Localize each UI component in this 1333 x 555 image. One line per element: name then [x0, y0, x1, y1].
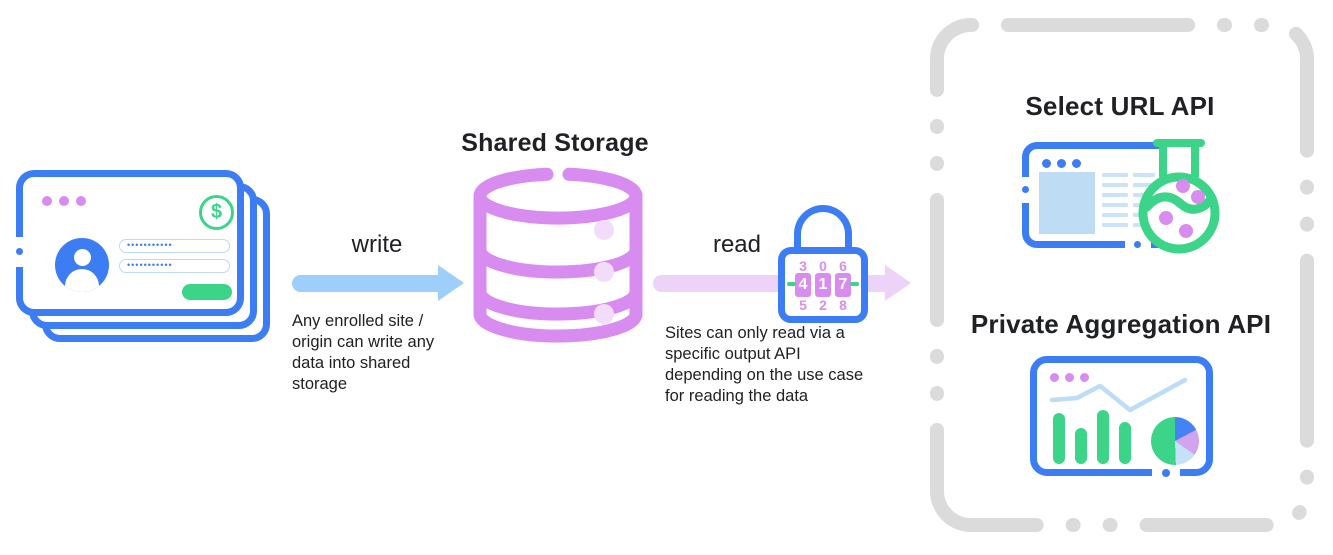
lock-digit: 1 — [815, 273, 831, 297]
enrolled-sites-illustration: $ ••••••••••• ••••••••••• — [16, 170, 296, 380]
output-apis-dashed-border — [930, 18, 1314, 532]
flask-icon — [1138, 139, 1220, 254]
window-control-dots — [1042, 159, 1081, 168]
lock-body: 3 4 5 0 1 2 6 7 8 — [778, 247, 868, 323]
write-arrow-icon — [292, 265, 464, 301]
combination-lock-icon: 3 4 5 0 1 2 6 7 8 — [777, 205, 869, 325]
password-field: ••••••••••• — [119, 239, 230, 253]
border-dot — [1022, 186, 1029, 193]
border-dot — [16, 248, 23, 255]
database-icon — [473, 167, 643, 343]
read-label: read — [712, 231, 762, 258]
lock-digit: 7 — [835, 273, 851, 297]
window-control-dots — [42, 196, 86, 206]
content-block — [1039, 172, 1095, 234]
window-control-dots — [1050, 373, 1089, 382]
select-url-api-title: Select URL API — [1025, 91, 1215, 121]
user-avatar-icon — [55, 238, 109, 292]
browser-window-front: $ ••••••••••• ••••••••••• — [16, 170, 244, 316]
lock-digit: 4 — [795, 273, 811, 297]
lock-shackle — [794, 205, 852, 255]
shared-storage-title: Shared Storage — [461, 129, 649, 157]
password-field: ••••••••••• — [119, 259, 230, 273]
private-aggregation-api-title: Private Aggregation API — [970, 309, 1272, 339]
bar-chart-icon — [1053, 410, 1131, 464]
border-dot — [1162, 469, 1170, 477]
pie-chart-icon — [1151, 417, 1199, 465]
border-dot — [1134, 241, 1141, 248]
read-caption: Sites can only read via a specific outpu… — [665, 324, 864, 405]
write-label: write — [351, 231, 403, 258]
dollar-icon: $ — [199, 195, 234, 230]
submit-button-shape — [182, 284, 232, 300]
private-aggregation-window-icon — [1030, 356, 1213, 477]
write-caption: Any enrolled site / origin can write any… — [292, 312, 435, 393]
charts-graphic — [1049, 377, 1188, 464]
